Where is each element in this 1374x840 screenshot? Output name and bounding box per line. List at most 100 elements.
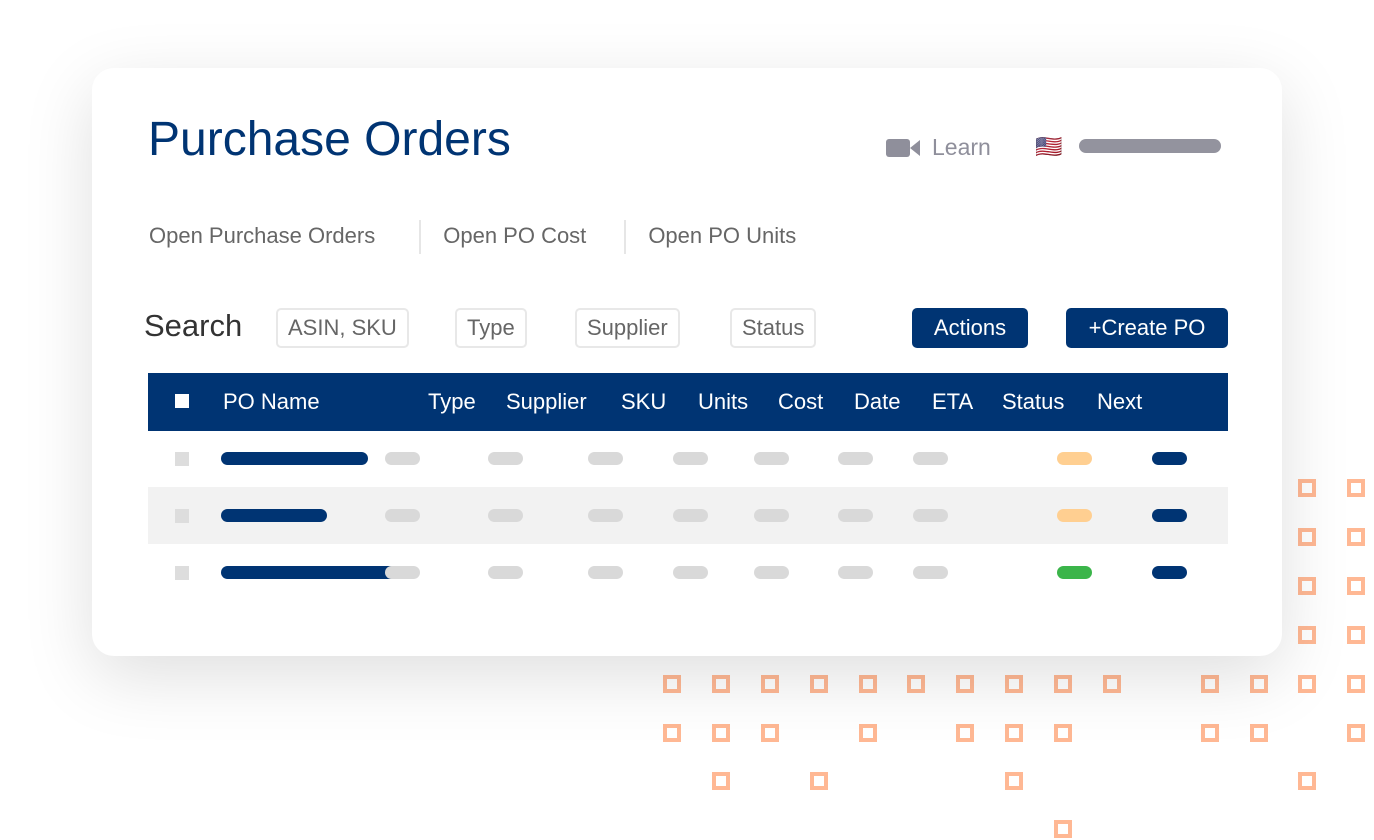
col-type[interactable]: Type: [428, 389, 476, 414]
po-name-placeholder[interactable]: [221, 452, 368, 465]
status-filter[interactable]: Status: [730, 308, 817, 348]
decorative-square-icon: [1103, 675, 1121, 693]
tab-open-purchase-orders[interactable]: Open Purchase Orders: [149, 223, 376, 248]
cell-placeholder: [385, 509, 420, 522]
row-checkbox[interactable]: [175, 509, 189, 523]
tab-open-po-cost[interactable]: Open PO Cost: [419, 220, 624, 254]
next-action-pill[interactable]: [1152, 452, 1187, 465]
type-filter[interactable]: Type: [455, 308, 527, 348]
table-header: PO Name Type Supplier SKU Units Cost Dat…: [148, 373, 1228, 431]
status-pill: [1057, 566, 1092, 579]
decorative-square-icon: [859, 675, 877, 693]
col-next[interactable]: Next: [1097, 389, 1143, 414]
cell-placeholder: [488, 452, 523, 465]
col-date[interactable]: Date: [854, 389, 901, 414]
account-selector[interactable]: [1079, 139, 1221, 153]
summary-tabs: Open Purchase Orders Open PO Cost Open P…: [149, 220, 818, 254]
table-row[interactable]: [148, 430, 1228, 487]
decorative-square-icon: [712, 675, 730, 693]
cell-placeholder: [838, 452, 873, 465]
decorative-square-icon: [1250, 675, 1268, 693]
decorative-square-icon: [907, 675, 925, 693]
decorative-square-icon: [1298, 528, 1316, 546]
next-action-pill[interactable]: [1152, 566, 1187, 579]
decorative-square-icon: [712, 772, 730, 790]
cell-placeholder: [838, 566, 873, 579]
col-po-name[interactable]: PO Name: [223, 389, 320, 414]
decorative-square-icon: [1347, 675, 1365, 693]
po-name-placeholder[interactable]: [221, 509, 327, 522]
cell-placeholder: [913, 509, 948, 522]
us-flag-icon[interactable]: 🇺🇸: [1035, 134, 1063, 159]
learn-label: Learn: [932, 134, 991, 160]
decorative-square-icon: [810, 675, 828, 693]
cell-placeholder: [673, 452, 708, 465]
decorative-square-icon: [1298, 577, 1316, 595]
col-status[interactable]: Status: [1002, 389, 1065, 414]
decorative-square-icon: [1347, 577, 1365, 595]
decorative-square-icon: [663, 724, 681, 742]
row-checkbox[interactable]: [175, 452, 189, 466]
col-sku[interactable]: SKU: [621, 389, 667, 414]
decorative-square-icon: [1054, 675, 1072, 693]
col-supplier[interactable]: Supplier: [506, 389, 587, 414]
decorative-square-icon: [1005, 724, 1023, 742]
decorative-square-icon: [956, 724, 974, 742]
table-row[interactable]: [148, 544, 1228, 601]
col-cost[interactable]: Cost: [778, 389, 824, 414]
decorative-square-icon: [1347, 528, 1365, 546]
decorative-square-icon: [810, 772, 828, 790]
decorative-square-icon: [1298, 675, 1316, 693]
status-pill: [1057, 452, 1092, 465]
create-po-button[interactable]: +Create PO: [1066, 308, 1228, 348]
cell-placeholder: [488, 566, 523, 579]
decorative-square-icon: [1201, 724, 1219, 742]
tab-open-po-units[interactable]: Open PO Units: [624, 220, 818, 254]
decorative-square-icon: [1201, 675, 1219, 693]
decorative-square-icon: [1005, 772, 1023, 790]
search-label: Search: [144, 308, 243, 343]
cell-placeholder: [673, 509, 708, 522]
cell-placeholder: [754, 452, 789, 465]
decorative-square-icon: [1298, 479, 1316, 497]
cell-placeholder: [673, 566, 708, 579]
supplier-filter[interactable]: Supplier: [575, 308, 680, 348]
status-pill: [1057, 509, 1092, 522]
cell-placeholder: [385, 452, 420, 465]
page-title: Purchase Orders: [148, 113, 511, 166]
decorative-square-icon: [761, 724, 779, 742]
video-camera-icon: [886, 138, 920, 157]
decorative-square-icon: [1347, 479, 1365, 497]
cell-placeholder: [838, 509, 873, 522]
decorative-square-icon: [956, 675, 974, 693]
cell-placeholder: [588, 452, 623, 465]
decorative-square-icon: [663, 675, 681, 693]
po-name-placeholder[interactable]: [221, 566, 398, 579]
asin-sku-input[interactable]: ASIN, SKU: [276, 308, 409, 348]
cell-placeholder: [754, 509, 789, 522]
learn-link[interactable]: Learn: [886, 134, 991, 161]
decorative-square-icon: [1005, 675, 1023, 693]
cell-placeholder: [913, 566, 948, 579]
decorative-square-icon: [712, 724, 730, 742]
select-all-checkbox[interactable]: [175, 394, 189, 408]
decorative-square-icon: [1298, 626, 1316, 644]
cell-placeholder: [588, 509, 623, 522]
purchase-orders-card: Purchase Orders Learn 🇺🇸 Open Purchase O…: [92, 68, 1282, 656]
table-row[interactable]: [148, 487, 1228, 544]
cell-placeholder: [385, 566, 420, 579]
decorative-square-icon: [1250, 724, 1268, 742]
actions-button[interactable]: Actions: [912, 308, 1028, 348]
decorative-square-icon: [1347, 626, 1365, 644]
decorative-square-icon: [1054, 724, 1072, 742]
row-checkbox[interactable]: [175, 566, 189, 580]
cell-placeholder: [488, 509, 523, 522]
col-eta[interactable]: ETA: [932, 389, 974, 414]
decorative-square-icon: [1298, 772, 1316, 790]
decorative-square-icon: [1347, 724, 1365, 742]
decorative-square-icon: [1054, 820, 1072, 838]
next-action-pill[interactable]: [1152, 509, 1187, 522]
col-units[interactable]: Units: [698, 389, 749, 414]
decorative-square-icon: [761, 675, 779, 693]
cell-placeholder: [588, 566, 623, 579]
